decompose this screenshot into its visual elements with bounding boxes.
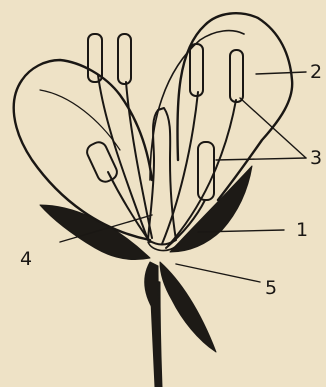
sepal-lower-right xyxy=(160,262,216,352)
callout-label-petal: 2 xyxy=(310,61,322,83)
callout-label-pistil: 4 xyxy=(20,248,32,270)
callout-label-stamens: 3 xyxy=(310,147,322,169)
callout-label-sepal: 1 xyxy=(296,219,308,241)
callout-label-receptacle: 5 xyxy=(265,277,277,299)
